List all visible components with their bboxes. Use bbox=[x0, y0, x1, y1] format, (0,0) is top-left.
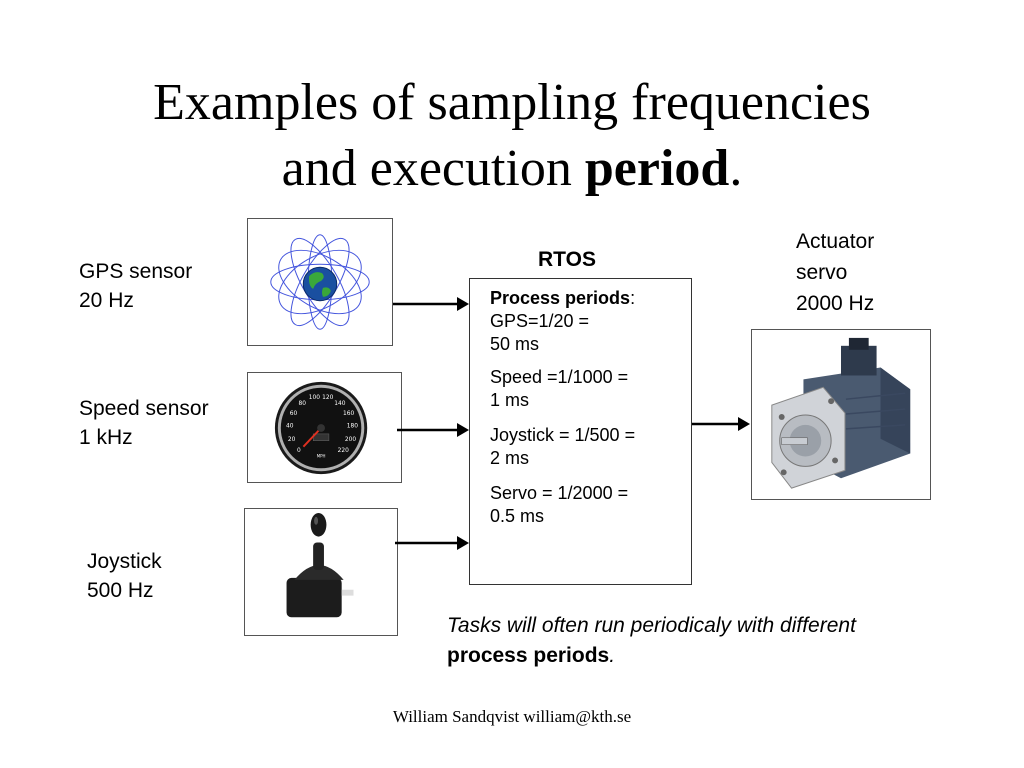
joystick-period-value: 2 ms bbox=[490, 448, 530, 468]
globe-orbits-icon bbox=[270, 234, 370, 330]
speed-period-value: 1 ms bbox=[490, 390, 530, 410]
speed-formula: Speed =1/1000 = bbox=[490, 367, 629, 387]
actuator-rate: 2000 Hz bbox=[796, 292, 875, 315]
speed-arrow bbox=[397, 423, 469, 437]
gauge-tick-label: 220 bbox=[338, 448, 349, 454]
gauge-tick-label: 20 bbox=[288, 437, 296, 443]
title-line-2: and execution period. bbox=[0, 136, 1024, 202]
servo-period-value: 0.5 ms bbox=[490, 506, 545, 526]
actuator-line-1: Actuator bbox=[796, 230, 875, 253]
gauge-tick-label: 100 bbox=[309, 395, 320, 401]
process-periods-colon: : bbox=[630, 288, 636, 308]
gps-arrow bbox=[393, 297, 469, 311]
speed-sensor-rate: 1 kHz bbox=[79, 426, 133, 449]
note-bold-text: process periods bbox=[447, 644, 610, 667]
joystick-icon bbox=[286, 512, 354, 618]
gauge-tick-label: 200 bbox=[345, 437, 356, 443]
gps-sensor-name: GPS sensor bbox=[79, 260, 193, 283]
speed-sensor-name: Speed sensor bbox=[79, 397, 209, 420]
title-line-2-suffix: . bbox=[729, 140, 743, 197]
title-line-2-prefix: and execution bbox=[281, 140, 585, 197]
gauge-tick-label: 40 bbox=[286, 424, 294, 430]
gauge-tick-label: 120 bbox=[322, 395, 333, 401]
gauge-unit-label: MPH bbox=[317, 453, 326, 458]
footer-author: William Sandqvist william@kth.se bbox=[392, 707, 632, 726]
gauge-tick-label: 160 bbox=[343, 411, 354, 417]
rtos-servo-period: Servo = 1/2000 = 0.5 ms bbox=[490, 482, 685, 528]
title-line-1: Examples of sampling frequencies bbox=[153, 74, 871, 131]
rtos-process-box: Process periods: GPS=1/20 = 50 ms Speed … bbox=[469, 278, 692, 585]
joystick-arrow bbox=[395, 536, 469, 550]
gps-formula: GPS=1/20 = bbox=[490, 311, 590, 331]
rtos-heading: RTOS bbox=[538, 248, 596, 271]
gps-period-value: 50 ms bbox=[490, 334, 540, 354]
servo-arrow bbox=[692, 417, 750, 431]
servo-formula: Servo = 1/2000 = bbox=[490, 483, 629, 503]
gps-sensor-label: GPS sensor 20 Hz bbox=[79, 257, 192, 315]
gps-satellite-image bbox=[247, 218, 393, 346]
note-italic-text: Tasks will often run periodicaly with di… bbox=[447, 614, 856, 637]
servo-motor-icon bbox=[771, 337, 911, 489]
gauge-tick-label: 180 bbox=[347, 424, 358, 430]
gauge-tick-label: 80 bbox=[298, 401, 306, 407]
gauge-tick-label: 60 bbox=[290, 411, 298, 417]
note-end: . bbox=[609, 644, 616, 667]
joystick-formula: Joystick = 1/500 = bbox=[490, 425, 636, 445]
rtos-joystick-period: Joystick = 1/500 = 2 ms bbox=[490, 424, 685, 470]
servo-motor-image bbox=[751, 329, 931, 500]
actuator-label: Actuator servo 2000 Hz bbox=[796, 226, 874, 319]
joystick-rate: 500 Hz bbox=[87, 579, 154, 602]
process-periods-label: Process periods bbox=[490, 288, 631, 308]
rtos-speed-period: Speed =1/1000 = 1 ms bbox=[490, 366, 685, 412]
periodic-tasks-note: Tasks will often run periodicaly with di… bbox=[447, 611, 856, 671]
joystick-image bbox=[244, 508, 398, 636]
gauge-tick-label: 0 bbox=[297, 448, 301, 454]
actuator-line-2: servo bbox=[796, 261, 848, 284]
rtos-gps-period: Process periods: GPS=1/20 = 50 ms bbox=[490, 287, 685, 356]
joystick-name: Joystick bbox=[87, 550, 162, 573]
speed-sensor-label: Speed sensor 1 kHz bbox=[79, 394, 209, 452]
joystick-label: Joystick 500 Hz bbox=[87, 547, 162, 605]
slide-title: Examples of sampling frequencies and exe… bbox=[0, 70, 1024, 202]
gauge-tick-label: 140 bbox=[334, 401, 345, 407]
title-emphasis: period bbox=[584, 140, 730, 197]
gps-sensor-rate: 20 Hz bbox=[79, 289, 134, 312]
